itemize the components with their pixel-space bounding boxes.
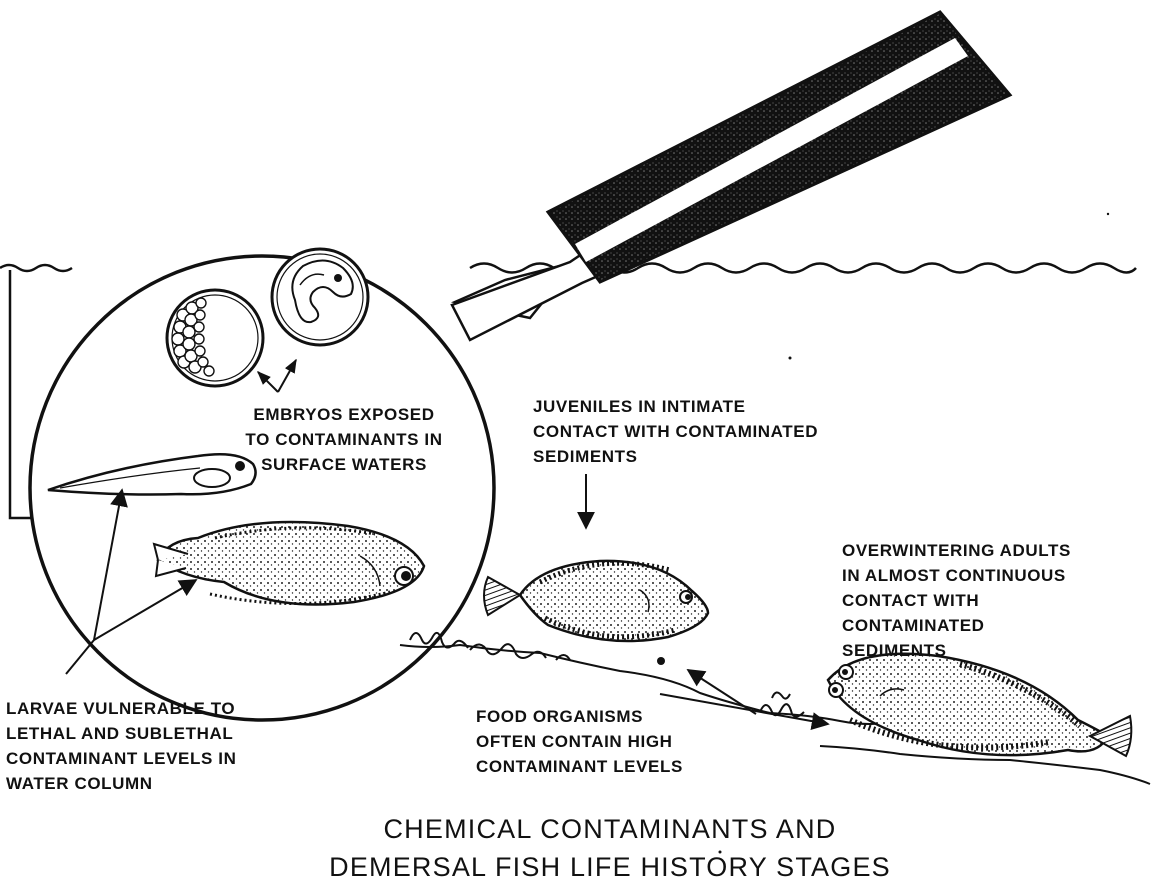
- food-label-line-1: FOOD ORGANISMS: [476, 704, 776, 729]
- food-organisms-label: FOOD ORGANISMS OFTEN CONTAIN HIGH CONTAM…: [476, 704, 776, 779]
- figure-title-line-1: CHEMICAL CONTAMINANTS AND: [230, 810, 990, 848]
- juveniles-label-line-2: CONTACT WITH CONTAMINATED: [533, 419, 933, 444]
- adults-label-line-3: CONTACT WITH: [842, 588, 1152, 613]
- embryo-developing-icon: [272, 249, 368, 345]
- embryo-egg-yolk-icon: [167, 290, 263, 386]
- embryos-label-line-1: EMBRYOS EXPOSED: [214, 402, 474, 427]
- juvenile-flounder-icon: [484, 561, 708, 665]
- larvae-label: LARVAE VULNERABLE TO LETHAL AND SUBLETHA…: [6, 696, 346, 796]
- adults-label-line-4: CONTAMINATED: [842, 613, 1152, 638]
- adults-label-line-5: SEDIMENTS: [842, 638, 1152, 663]
- juveniles-label-line-1: JUVENILES IN INTIMATE: [533, 394, 933, 419]
- figure-title: CHEMICAL CONTAMINANTS AND DEMERSAL FISH …: [230, 810, 990, 886]
- adults-label-line-1: OVERWINTERING ADULTS: [842, 538, 1152, 563]
- food-label-line-3: CONTAMINANT LEVELS: [476, 754, 776, 779]
- magnifier-handle: [452, 12, 1010, 340]
- food-label-line-2: OFTEN CONTAIN HIGH: [476, 729, 776, 754]
- juveniles-label-line-3: SEDIMENTS: [533, 444, 933, 469]
- juveniles-label: JUVENILES IN INTIMATE CONTACT WITH CONTA…: [533, 394, 933, 469]
- larvae-label-line-3: CONTAMINANT LEVELS IN: [6, 746, 346, 771]
- larvae-label-line-1: LARVAE VULNERABLE TO: [6, 696, 346, 721]
- figure-title-line-2: DEMERSAL FISH LIFE HISTORY STAGES: [230, 848, 990, 886]
- embryos-label: EMBRYOS EXPOSED TO CONTAMINANTS IN SURFA…: [214, 402, 474, 477]
- embryos-label-line-2: TO CONTAMINANTS IN: [214, 427, 474, 452]
- larvae-arrow-left-tip: [66, 640, 94, 674]
- embryos-label-line-3: SURFACE WATERS: [214, 452, 474, 477]
- adult-flounder-icon: [828, 654, 1131, 756]
- larvae-label-line-4: WATER COLUMN: [6, 771, 346, 796]
- adults-label: OVERWINTERING ADULTS IN ALMOST CONTINUOU…: [842, 538, 1152, 663]
- adults-label-line-2: IN ALMOST CONTINUOUS: [842, 563, 1152, 588]
- larvae-label-line-2: LETHAL AND SUBLETHAL: [6, 721, 346, 746]
